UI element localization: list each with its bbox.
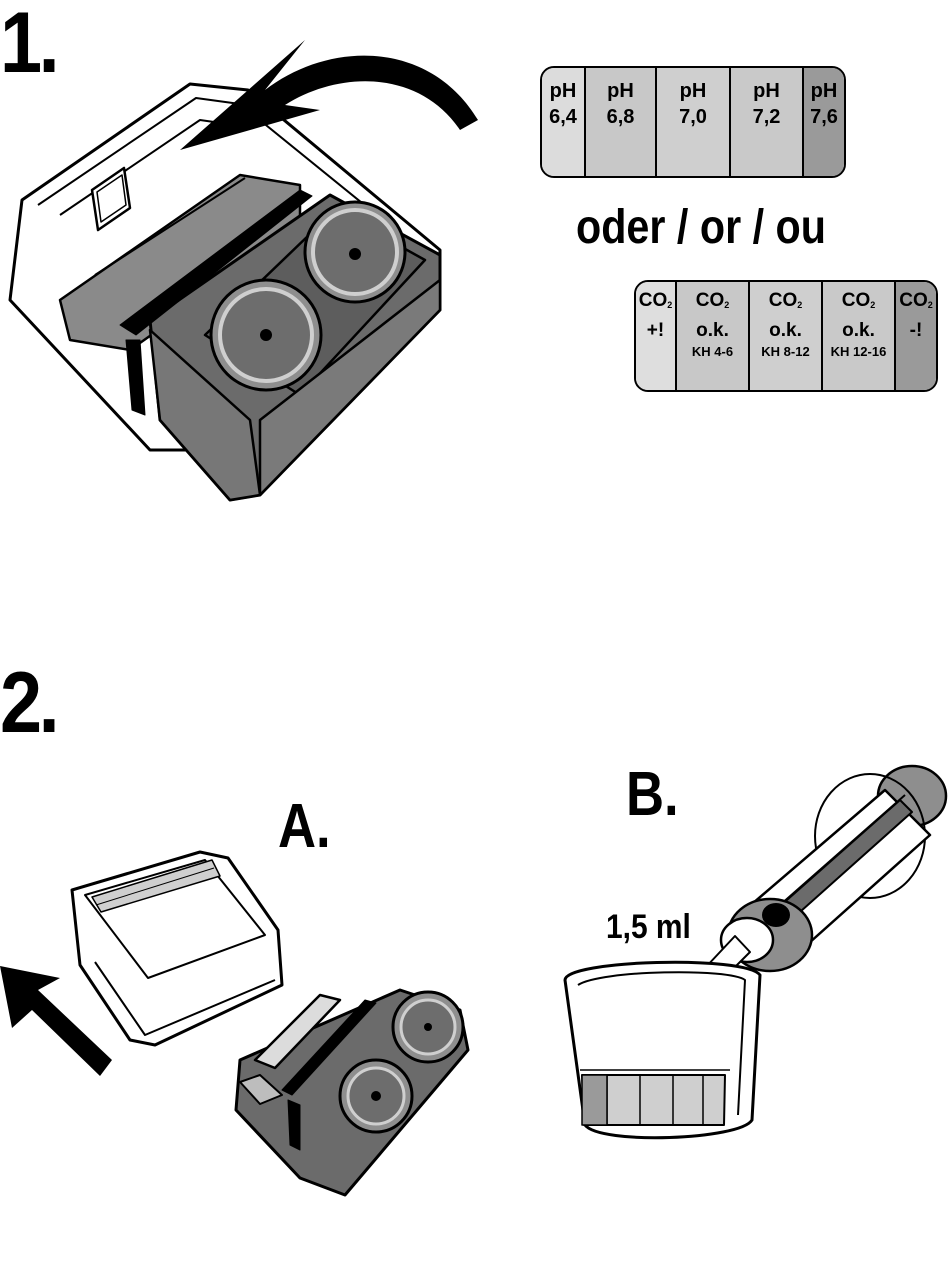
substep-a-label: A. xyxy=(278,792,331,861)
ph-cell: pH 6,8 xyxy=(586,68,657,176)
co2-cell: CO2 o.k. KH 4-6 xyxy=(677,282,750,390)
co2-cell: CO2 o.k. KH 12-16 xyxy=(823,282,896,390)
co2-cell: CO2 -! xyxy=(896,282,936,390)
ph-color-scale: pH 6,4 pH 6,8 pH 7,0 pH 7,2 pH 7,6 xyxy=(540,66,846,178)
removed-lid xyxy=(70,850,284,1047)
lid-with-scale xyxy=(563,960,762,1140)
co2-cell: CO2 o.k. KH 8-12 xyxy=(750,282,823,390)
ph-cell: pH 6,4 xyxy=(542,68,586,176)
arrow-left-icon xyxy=(0,966,112,1076)
or-separator-text: oder / or / ou xyxy=(576,201,826,254)
curved-arrow-icon xyxy=(180,40,478,150)
ph-cell: pH 7,0 xyxy=(657,68,731,176)
ph-cell: pH 7,2 xyxy=(731,68,804,176)
co2-cell: CO2 +! xyxy=(636,282,677,390)
step-2-number: 2. xyxy=(0,655,60,751)
ph-cell: pH 7,6 xyxy=(804,68,844,176)
syringe xyxy=(699,764,948,1023)
co2-color-scale: CO2 +! CO2 o.k. KH 4-6 CO2 o.k. KH 8-12 … xyxy=(634,280,938,392)
test-device-closed xyxy=(8,82,442,502)
substep-b-label: B. xyxy=(626,760,679,829)
test-device-open xyxy=(234,988,470,1197)
step-1-number: 1. xyxy=(0,0,60,91)
volume-label: 1,5 ml xyxy=(606,908,691,946)
